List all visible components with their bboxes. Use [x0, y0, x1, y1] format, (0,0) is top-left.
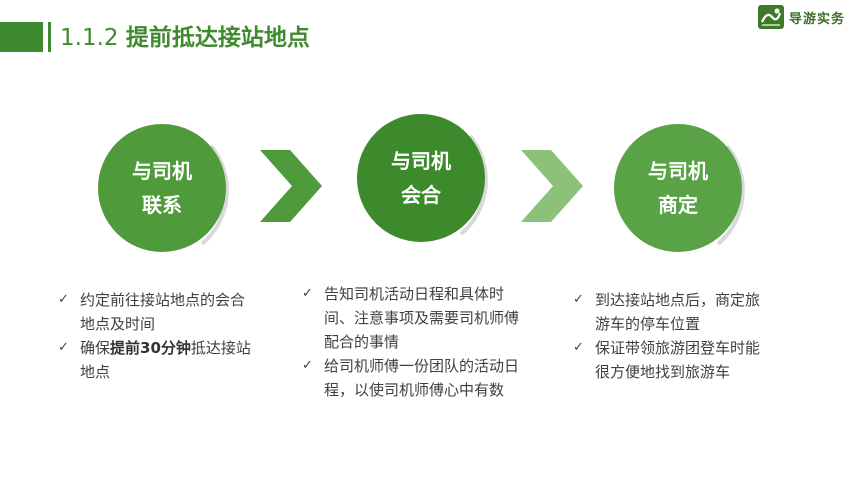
step-1-line1: 与司机: [132, 159, 192, 183]
step-2-detail-1: 告知司机活动日程和具体时间、注意事项及需要司机师傅配合的事情: [324, 285, 520, 351]
step-2: 与司机 会合: [349, 106, 495, 252]
list-item: ✓ 告知司机活动日程和具体时间、注意事项及需要司机师傅配合的事情: [302, 282, 530, 354]
check-icon: ✓: [58, 292, 69, 307]
step-2-details: ✓ 告知司机活动日程和具体时间、注意事项及需要司机师傅配合的事情 ✓ 给司机师傅…: [302, 282, 530, 402]
list-item: ✓ 确保提前30分钟抵达接站地点: [58, 336, 258, 384]
step-1-circle: 与司机 联系: [98, 124, 226, 252]
section-title: 提前抵达接站地点: [125, 25, 310, 51]
step-3-details: ✓ 到达接站地点后，商定旅游车的停车位置 ✓ 保证带领旅游团登车时能很方便地找到…: [573, 288, 773, 384]
logo-text: 导游实务: [789, 11, 846, 27]
step-3: 与司机 商定: [606, 116, 752, 262]
step-1-details: ✓ 约定前往接站地点的会合地点及时间 ✓ 确保提前30分钟抵达接站地点: [58, 288, 258, 384]
step-3-circle: 与司机 商定: [614, 124, 742, 252]
step-3-line1: 与司机: [648, 159, 708, 183]
step-1-detail-2-pre: 确保: [80, 339, 111, 357]
step-1-detail-2-highlight: 提前30分钟: [110, 339, 191, 357]
header-divider: [48, 22, 51, 52]
list-item: ✓ 保证带领旅游团登车时能很方便地找到旅游车: [573, 336, 773, 384]
check-icon: ✓: [573, 292, 584, 307]
section-number: 1.1.2: [60, 25, 119, 51]
step-2-line1: 与司机: [391, 149, 451, 173]
page-title: 1.1.2 提前抵达接站地点: [60, 21, 310, 55]
header-accent-bar: [0, 22, 43, 52]
step-1-line2: 联系: [142, 193, 182, 217]
check-icon: ✓: [573, 340, 584, 355]
step-2-circle: 与司机 会合: [357, 114, 485, 242]
list-item: ✓ 给司机师傅一份团队的活动日程，以使司机师傅心中有数: [302, 354, 530, 402]
step-1-detail-2-post: 抵达接站地点: [80, 339, 251, 381]
list-item: ✓ 约定前往接站地点的会合地点及时间: [58, 288, 258, 336]
check-icon: ✓: [302, 286, 313, 301]
step-3-detail-2: 保证带领旅游团登车时能很方便地找到旅游车: [595, 339, 761, 381]
list-item: ✓ 到达接站地点后，商定旅游车的停车位置: [573, 288, 773, 336]
chevron-right-icon-2: [521, 150, 583, 222]
step-1-detail-1: 约定前往接站地点的会合地点及时间: [80, 291, 246, 333]
chevron-right-icon: [260, 150, 322, 222]
logo-emblem-icon: [758, 5, 784, 29]
step-1: 与司机 联系: [90, 116, 236, 262]
step-3-detail-1: 到达接站地点后，商定旅游车的停车位置: [595, 291, 761, 333]
step-2-detail-2: 给司机师傅一份团队的活动日程，以使司机师傅心中有数: [324, 357, 520, 399]
course-logo: 导游实务: [758, 4, 845, 30]
check-icon: ✓: [58, 340, 69, 355]
step-3-line2: 商定: [658, 193, 698, 217]
step-2-line2: 会合: [401, 183, 441, 207]
check-icon: ✓: [302, 358, 313, 373]
